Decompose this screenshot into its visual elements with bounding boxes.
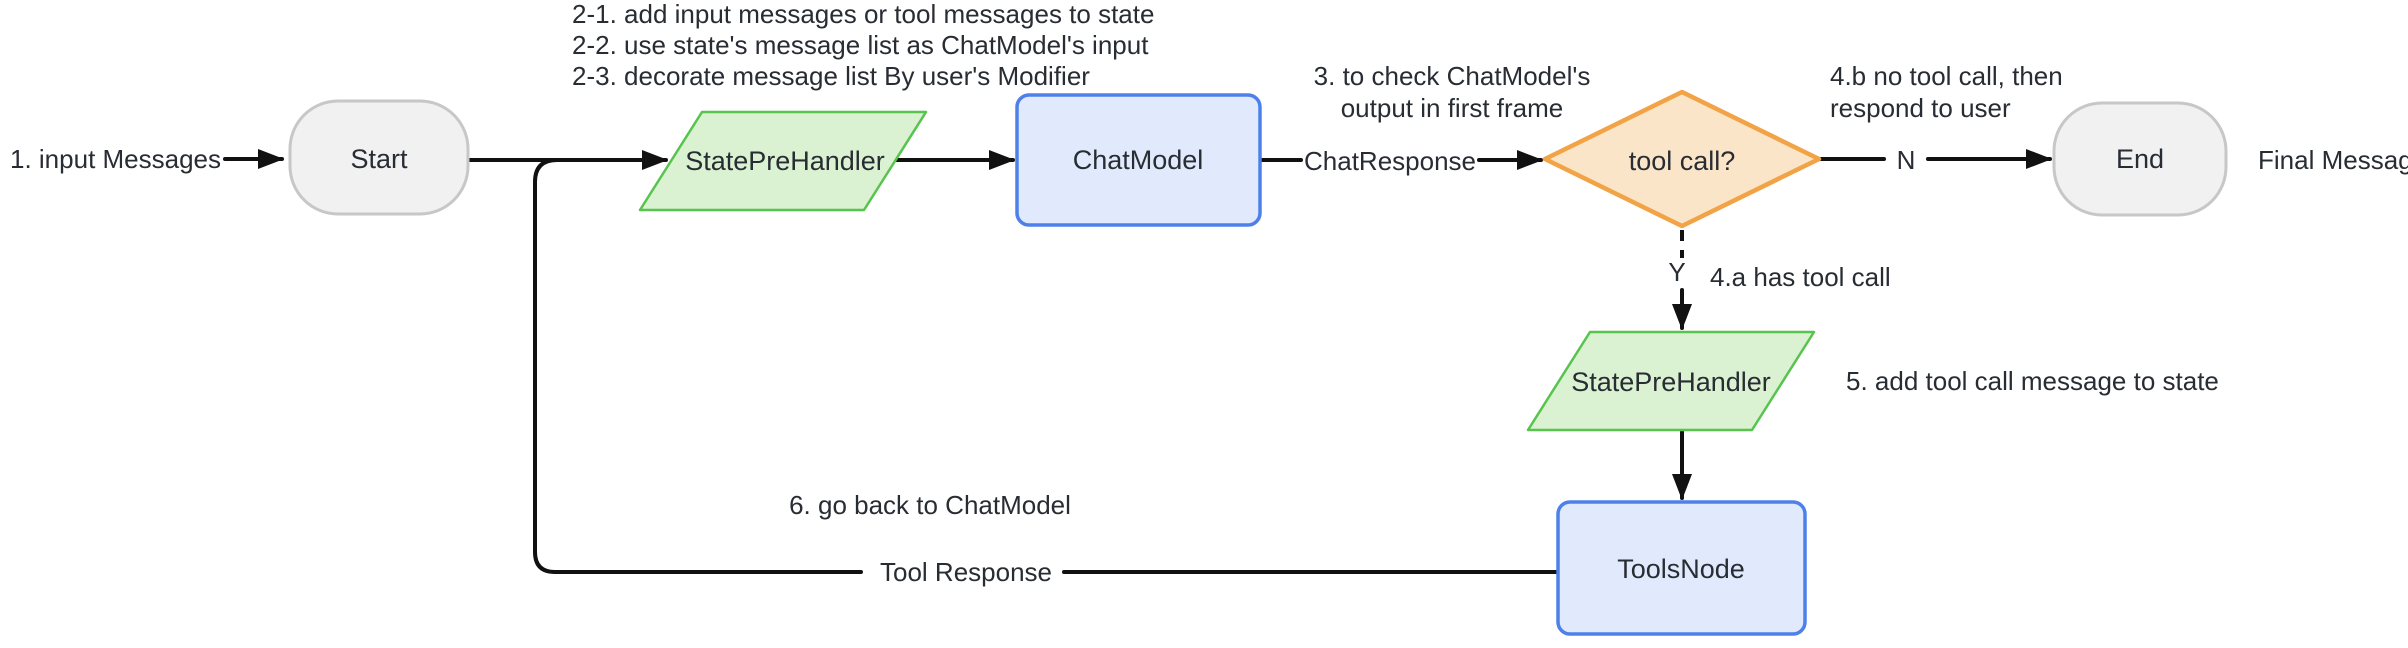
tool-response-label: Tool Response bbox=[880, 557, 1052, 587]
yes-branch-label: Y bbox=[1668, 257, 1685, 287]
state-pre-handler-2-node bbox=[1526, 330, 1816, 432]
state-pre-handler-1-label: StatePreHandler bbox=[685, 146, 885, 176]
tools-node-label: ToolsNode bbox=[1617, 554, 1745, 584]
annotation-step5: 5. add tool call message to state bbox=[1846, 366, 2219, 396]
state-pre-handler-2-label: StatePreHandler bbox=[1571, 367, 1771, 397]
start-node-label: Start bbox=[350, 144, 408, 174]
chat-model-node bbox=[1015, 93, 1262, 227]
annotation-step4b-line1: 4.b no tool call, then bbox=[1830, 61, 2063, 91]
end-node bbox=[2052, 101, 2228, 217]
end-node-label: End bbox=[2116, 144, 2164, 174]
final-message-label: Final Message bbox=[2258, 145, 2408, 175]
annotation-step2-line3: 2-3. decorate message list By user's Mod… bbox=[572, 61, 1090, 91]
annotation-step3-line1: 3. to check ChatModel's bbox=[1314, 61, 1591, 91]
annotation-step3-line2: output in first frame bbox=[1341, 93, 1564, 123]
no-branch-label: N bbox=[1897, 145, 1916, 175]
chat-response-label: ChatResponse bbox=[1304, 146, 1476, 176]
chat-model-label: ChatModel bbox=[1073, 145, 1204, 175]
state-pre-handler-1-node bbox=[638, 110, 928, 212]
annotation-step4a: 4.a has tool call bbox=[1710, 262, 1891, 292]
annotation-step2-line1: 2-1. add input messages or tool messages… bbox=[572, 0, 1154, 29]
annotation-step2-line2: 2-2. use state's message list as ChatMod… bbox=[572, 30, 1149, 60]
annotation-step6: 6. go back to ChatModel bbox=[789, 490, 1071, 520]
annotation-step4b-line2: respond to user bbox=[1830, 93, 2011, 123]
tool-call-decision-label: tool call? bbox=[1629, 146, 1736, 176]
input-messages-label: 1. input Messages bbox=[10, 144, 221, 174]
tools-node bbox=[1556, 500, 1807, 636]
start-node bbox=[288, 99, 470, 216]
tool-call-decision-node bbox=[1542, 89, 1822, 229]
